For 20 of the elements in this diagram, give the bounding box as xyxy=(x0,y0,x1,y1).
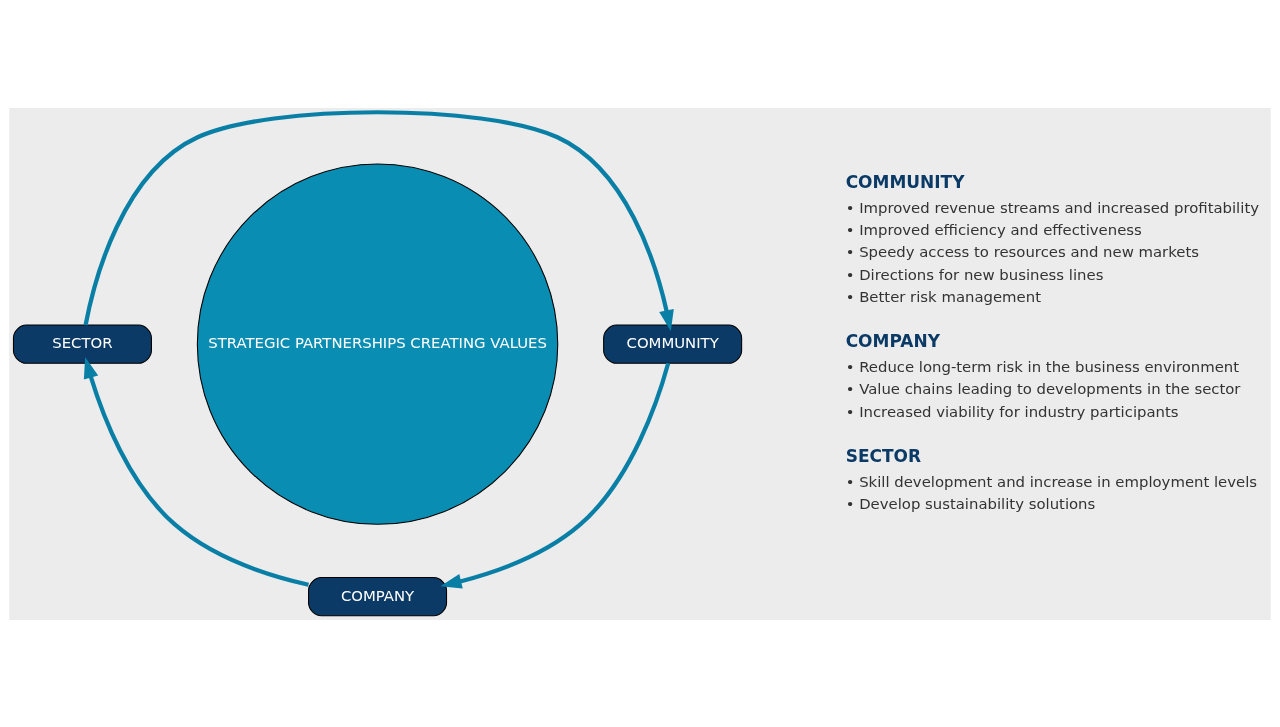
node-box: COMPANY xyxy=(308,576,448,616)
label: • Improved efficiency and effectiveness xyxy=(845,220,1142,239)
label: • Directions for new business lines xyxy=(845,265,1104,284)
label: • Develop sustainability solutions xyxy=(845,494,1096,513)
label: • Increased viability for industry participants xyxy=(845,402,1179,421)
label: • Skill development and increase in employment levels xyxy=(845,472,1258,491)
label: • Improved revenue streams and increased profitability xyxy=(845,198,1260,217)
label: • Reduce long-term risk in the business environment xyxy=(845,357,1240,376)
label: • Better risk management xyxy=(845,287,1041,306)
node-box: COMMUNITY xyxy=(603,324,743,364)
node-box: SECTOR xyxy=(12,324,152,364)
label: SECTOR xyxy=(845,445,922,466)
node-circle: STRATEGIC PARTNERSHIPS CREATING VALUES xyxy=(196,162,559,525)
arrow xyxy=(83,109,674,331)
label: • Speedy access to resources and new markets xyxy=(845,242,1200,261)
label: COMPANY xyxy=(845,330,940,351)
label: COMMUNITY xyxy=(845,171,965,192)
arrow xyxy=(440,362,671,589)
arrow xyxy=(83,356,309,587)
label: • Value chains leading to developments in the sector xyxy=(845,379,1241,398)
